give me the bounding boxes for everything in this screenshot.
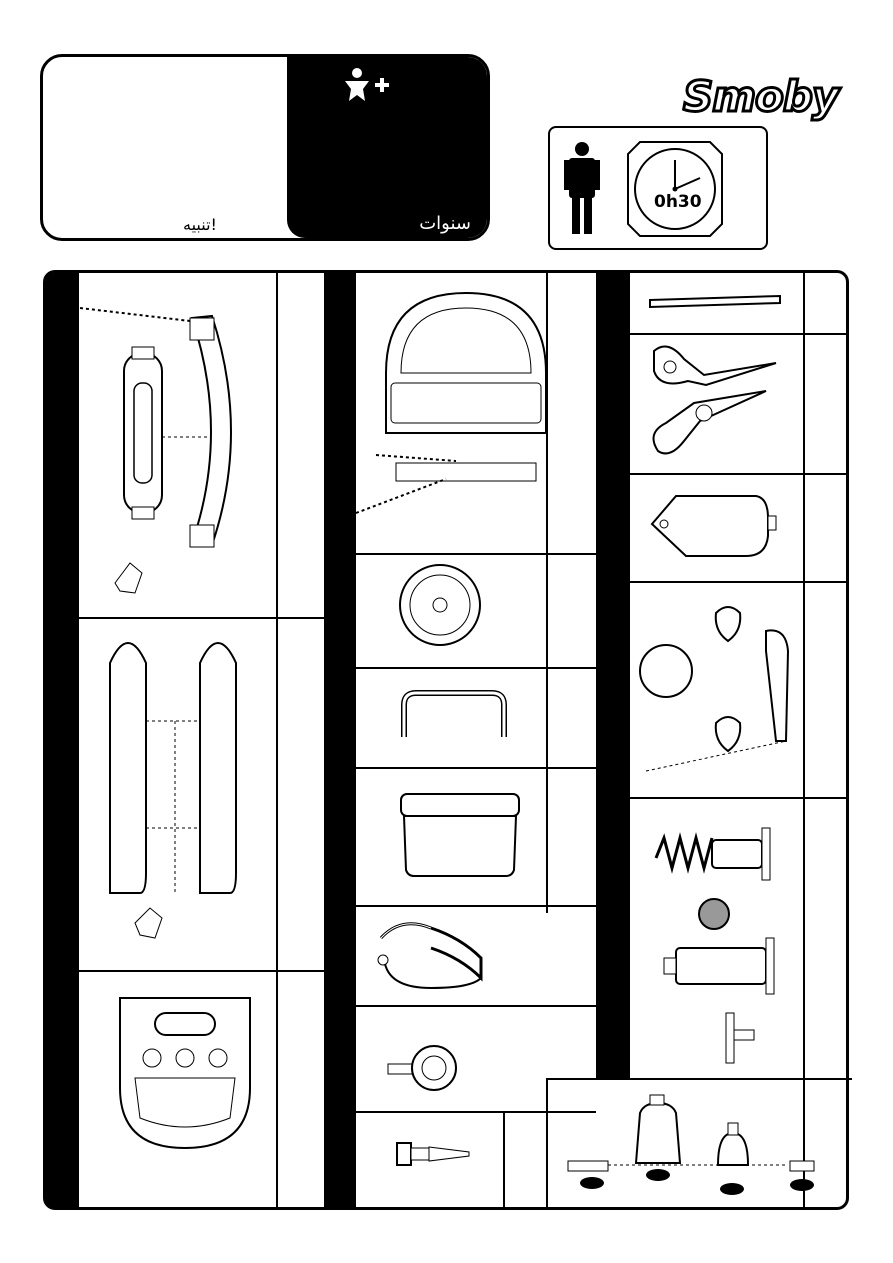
side-rails-part: [80, 623, 280, 963]
child-plus-icon: [341, 67, 401, 107]
rod-part: [646, 288, 796, 318]
column-3-bar: [596, 273, 630, 1078]
syringe-tip-part: [391, 1135, 491, 1175]
stethoscope-part: [371, 918, 491, 998]
parts-frame: [43, 270, 849, 1210]
storage-bin-part: [396, 788, 536, 888]
handle-bar-part: [80, 273, 280, 613]
adult-person-icon: [562, 142, 602, 234]
bell-weights-part: [558, 1083, 818, 1203]
front-panel-part: [80, 978, 280, 1208]
warning-age-panel: سنوات: [287, 57, 487, 238]
round-disc-part: [396, 561, 496, 651]
tag-board-part: [646, 488, 796, 568]
round-knob-part: [386, 1038, 476, 1098]
u-bar-part: [396, 687, 526, 747]
warning-label: تنبيه!: [183, 215, 217, 234]
assembly-time: 0h30: [654, 192, 702, 212]
warning-box: سنوات تنبيه!: [40, 54, 490, 241]
assembly-info-box: 0h30: [548, 126, 768, 250]
walker-seat-part: [346, 283, 546, 543]
spring-pump-part: [646, 808, 806, 1068]
clock-icon: [628, 142, 722, 236]
column-1-bar: [46, 273, 79, 1208]
smoby-logo: Smoby: [683, 72, 838, 121]
years-label: سنوات: [419, 213, 471, 234]
mirror-brush-part: [636, 591, 796, 791]
scissors-part: [646, 341, 786, 471]
